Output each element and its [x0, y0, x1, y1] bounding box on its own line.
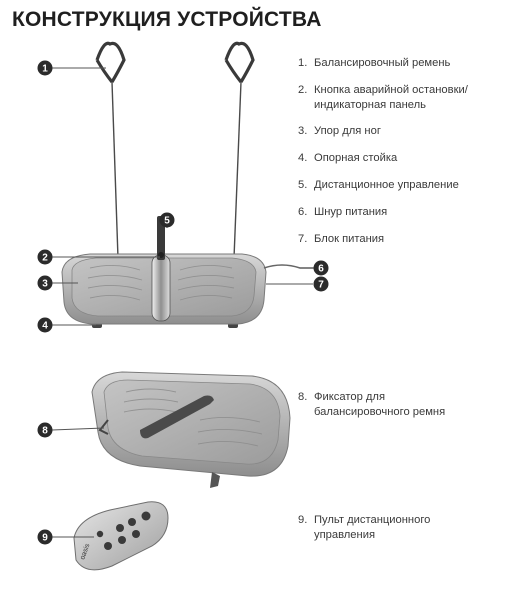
legend-text: Пульт дистанционного: [314, 514, 431, 526]
legend-number: 6.: [298, 206, 308, 218]
balance-strap-right: [224, 41, 255, 259]
page-title: КОНСТРУКЦИЯ УСТРОЙСТВА: [12, 8, 322, 31]
legend-number: 2.: [298, 84, 308, 96]
callout-number: 2: [42, 253, 48, 264]
callout-number: 6: [318, 264, 324, 275]
vibration-platform-top: [61, 216, 315, 328]
callout-1: 1: [37, 60, 53, 76]
callout-6: 6: [313, 260, 329, 276]
callout-number: 9: [42, 533, 48, 544]
callout-number: 5: [164, 216, 170, 227]
legend-text: Балансировочный ремень: [314, 57, 451, 69]
callout-3: 3: [37, 275, 53, 291]
legend-text: Опорная стойка: [314, 152, 398, 164]
legend-text-line2: индикаторная панель: [314, 99, 426, 111]
legend-item-9: 9. Пульт дистанционного управления: [298, 513, 430, 543]
callout-number: 7: [318, 280, 324, 291]
legend-number: 1.: [298, 57, 308, 69]
legend-text: Кнопка аварийной остановки/: [314, 84, 468, 96]
callout-number: 1: [42, 64, 48, 75]
legend-item-5: 5. Дистанционное управление: [298, 178, 459, 193]
balance-strap-left: [95, 41, 126, 259]
callout-4: 4: [37, 317, 53, 333]
callout-2: 2: [37, 249, 53, 265]
callout-7: 7: [313, 276, 329, 292]
legend-item-8: 8. Фиксатор для балансировочного ремня: [298, 390, 445, 420]
callout-5: 5: [159, 212, 175, 228]
legend-item-6: 6. Шнур питания: [298, 205, 387, 220]
legend-item-7: 7. Блок питания: [298, 232, 384, 247]
vibration-platform-angled: [91, 371, 291, 488]
legend-item-4: 4. Опорная стойка: [298, 151, 397, 166]
callout-8: 8: [37, 422, 53, 438]
legend-text: Фиксатор для: [314, 391, 386, 403]
callout-number: 8: [42, 426, 48, 437]
legend-number: 9.: [298, 514, 308, 526]
legend-item-3: 3. Упор для ног: [298, 124, 381, 139]
remote-control: oasis: [73, 501, 169, 571]
legend-text-line2: балансировочного ремня: [314, 406, 446, 418]
legend-number: 4.: [298, 152, 308, 164]
legend-item-2: 2. Кнопка аварийной остановки/ индикаторн…: [298, 83, 468, 113]
callout-number: 3: [42, 279, 48, 290]
legend-text: Упор для ног: [314, 125, 381, 137]
legend-item-1: 1. Балансировочный ремень: [298, 56, 450, 71]
legend-text: Шнур питания: [314, 206, 388, 218]
callout-number: 4: [42, 321, 48, 332]
legend-number: 7.: [298, 233, 308, 245]
legend-number: 3.: [298, 125, 308, 137]
legend-text: Блок питания: [314, 233, 385, 245]
legend-number: 8.: [298, 391, 308, 403]
callout-9: 9: [37, 529, 53, 545]
legend-number: 5.: [298, 179, 308, 191]
legend-text: Дистанционное управление: [314, 179, 459, 191]
legend-text-line2: управления: [314, 529, 376, 541]
